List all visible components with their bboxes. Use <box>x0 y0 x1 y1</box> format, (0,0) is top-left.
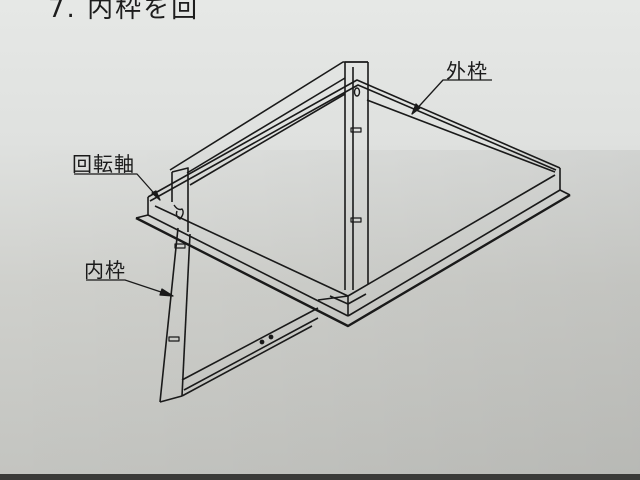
inner-frame <box>159 61 369 403</box>
label-outer-frame: 外枠 <box>446 59 488 83</box>
paper-bottom-edge <box>0 474 640 480</box>
label-inner-frame: 内枠 <box>84 258 126 282</box>
leader-lines <box>74 79 492 297</box>
section-heading: 7. 内枠を回 <box>48 0 200 24</box>
label-rotation-axis: 回転軸 <box>72 152 135 176</box>
outer-frame <box>135 79 571 328</box>
